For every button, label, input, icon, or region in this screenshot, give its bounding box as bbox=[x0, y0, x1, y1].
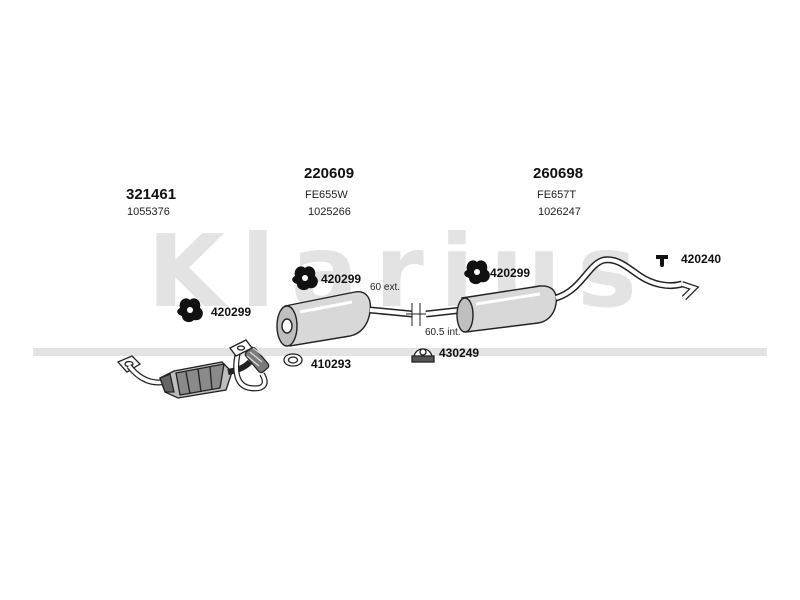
mount-left-code: 420299 bbox=[211, 305, 252, 319]
front-silencer-ref: 1025266 bbox=[308, 206, 351, 218]
hanger-code: 420240 bbox=[681, 252, 722, 266]
rear-silencer-ref: 1026247 bbox=[538, 206, 581, 218]
gasket-icon bbox=[283, 353, 303, 367]
front-silencer bbox=[276, 291, 413, 347]
joint-ext-note: 60 ext. bbox=[370, 282, 401, 293]
rubber-mount-icon bbox=[177, 298, 203, 323]
rubber-mount-icon bbox=[292, 266, 318, 291]
pipe-joint-marker bbox=[406, 303, 426, 326]
tail-pipe bbox=[554, 256, 700, 302]
clamp-icon bbox=[411, 348, 435, 363]
catalyst-part-number: 321461 bbox=[126, 186, 177, 203]
mount-right-code: 420299 bbox=[490, 266, 531, 280]
joint-int-note: 60.5 int. bbox=[425, 327, 461, 338]
front-silencer-oe: FE655W bbox=[305, 189, 348, 201]
rubber-mount-icon bbox=[464, 260, 490, 285]
front-silencer-part-number: 220609 bbox=[304, 165, 355, 182]
mount-mid-code: 420299 bbox=[321, 272, 362, 286]
rear-silencer-part-number: 260698 bbox=[533, 165, 584, 182]
clamp-code: 430249 bbox=[439, 346, 480, 360]
intermediate-flange bbox=[229, 339, 253, 357]
rear-silencer bbox=[425, 285, 558, 333]
rear-silencer-oe: FE657T bbox=[537, 189, 577, 201]
catalyst-ref: 1055376 bbox=[127, 206, 170, 218]
flexi-pipe bbox=[227, 346, 270, 375]
gasket-code: 410293 bbox=[311, 357, 352, 371]
hanger-icon bbox=[656, 255, 668, 267]
catalytic-converter bbox=[159, 361, 233, 399]
watermark-underline bbox=[33, 348, 767, 356]
